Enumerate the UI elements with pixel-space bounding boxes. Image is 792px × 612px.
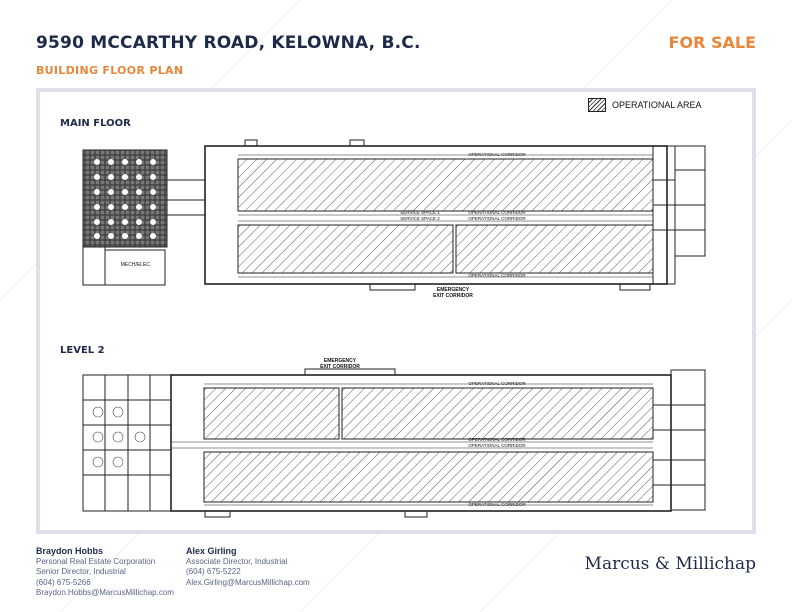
- main-emergency-label-1: EMERGENCY: [437, 287, 470, 293]
- contact-email[interactable]: Alex.Girling@MarcusMillichap.com: [186, 577, 310, 587]
- page-title: 9590 MCCARTHY ROAD, KELOWNA, B.C.: [36, 33, 421, 53]
- l2-emergency-label-1: EMERGENCY: [324, 358, 357, 364]
- level-2-label: LEVEL 2: [60, 345, 105, 356]
- main-corridor-south-label: OPERATIONAL CORRIDOR: [468, 273, 526, 278]
- contact-line: Senior Director, Industrial: [36, 567, 126, 576]
- contact-phone: (604) 675-5266: [36, 577, 91, 587]
- marcus-millichap-logo: Marcus & Millichap: [584, 554, 756, 574]
- contact-name: Alex Girling: [186, 546, 237, 556]
- service-space-1-label: SERVICE SPACE 1: [400, 210, 440, 215]
- level-2-plan: [82, 368, 706, 518]
- mech-elec-label: MECH/ELEC.: [121, 262, 152, 268]
- l2-corridor-mid2-label: OPERATIONAL CORRIDOR: [468, 443, 526, 448]
- contact-braydon: Braydon Hobbs Personal Real Estate Corpo…: [36, 546, 174, 599]
- contact-email[interactable]: Braydon.Hobbs@MarcusMillichap.com: [36, 588, 174, 597]
- main-corridor-north-label: OPERATIONAL CORRIDOR: [468, 152, 526, 157]
- hatch-swatch-icon: [588, 98, 606, 112]
- main-floor-label: MAIN FLOOR: [60, 118, 131, 129]
- main-floor-plan: [82, 139, 706, 291]
- contact-alex: Alex Girling Associate Director, Industr…: [186, 546, 310, 588]
- contact-name: Braydon Hobbs: [36, 546, 104, 556]
- contact-phone: (604) 675-5222: [186, 567, 241, 576]
- l2-corridor-north-label: OPERATIONAL CORRIDOR: [468, 381, 526, 386]
- for-sale-badge: FOR SALE: [668, 33, 756, 52]
- contact-line: Personal Real Estate Corporation: [36, 556, 156, 566]
- legend-label: OPERATIONAL AREA: [612, 100, 702, 110]
- l2-corridor-south-label: OPERATIONAL CORRIDOR: [468, 502, 526, 507]
- service-space-2-label: SERVICE SPACE 2: [400, 216, 440, 221]
- main-corridor-mid2-label: OPERATIONAL CORRIDOR: [468, 216, 526, 221]
- legend: OPERATIONAL AREA: [588, 98, 702, 112]
- main-emergency-label-2: EXIT CORRIDOR: [433, 293, 473, 299]
- l2-emergency-label-2: EXIT CORRIDOR: [320, 364, 360, 370]
- l2-corridor-mid-label: OPERATIONAL CORRIDOR: [468, 437, 526, 442]
- main-corridor-mid-label: OPERATIONAL CORRIDOR: [468, 210, 526, 215]
- contact-line: Associate Director, Industrial: [186, 556, 288, 566]
- page-subtitle: BUILDING FLOOR PLAN: [36, 64, 184, 77]
